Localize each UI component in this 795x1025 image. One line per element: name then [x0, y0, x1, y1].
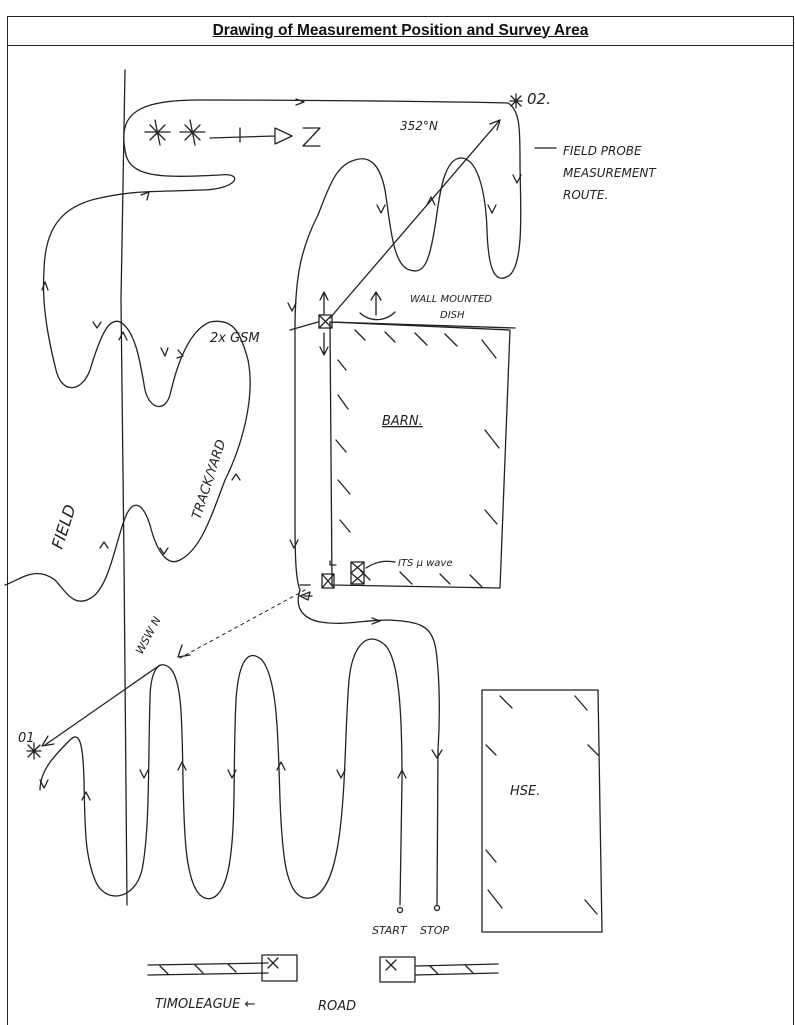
its-mwave-label: ITS µ wave [398, 558, 453, 569]
gsm-label: 2x GSM [210, 331, 260, 346]
route-bottom-meander [39, 638, 403, 906]
barn-hatch [335, 329, 500, 588]
barn-label: BARN. [382, 414, 423, 429]
gate-post-right [379, 956, 416, 983]
field-probe-label-1: FIELD PROBE [563, 144, 642, 158]
hse-hatch [485, 695, 599, 915]
north-arrow [209, 127, 293, 145]
gsm-antenna-box [318, 314, 333, 329]
its-leader [365, 560, 396, 569]
hse-outline [481, 689, 603, 933]
title-bar: Drawing of Measurement Position and Surv… [7, 16, 794, 46]
route-bottom-start [297, 589, 440, 906]
field-probe-label-2: MEASUREMENT [563, 166, 657, 180]
point-01-marker [26, 742, 42, 760]
route-top-loop [42, 99, 509, 389]
gsm-up-arrow [319, 291, 329, 315]
road-gate-left [147, 962, 269, 976]
point-02-marker [509, 93, 523, 109]
scribble-1 [144, 119, 171, 146]
field-label: FIELD [48, 502, 80, 551]
arrow-head [295, 98, 305, 106]
field-probe-label-3: ROUTE. [563, 188, 608, 202]
wall-mounted-label-2: DISH [440, 310, 465, 321]
north-z [302, 127, 321, 147]
timoleague-label: TIMOLEAGUE ← [155, 997, 256, 1012]
scribble-2 [179, 119, 206, 146]
point-01-label: 01 [18, 731, 35, 746]
track-line [120, 69, 128, 906]
wall-mounted-label-1: WALL MOUNTED [410, 294, 492, 305]
gsm-leader [289, 321, 319, 331]
equipment-box-2 [321, 573, 335, 589]
road-label: ROAD [318, 999, 356, 1014]
direction-line-01 [44, 664, 161, 746]
point-02-label: 02. [527, 90, 551, 108]
road-gate-right [414, 963, 499, 976]
drawing-title: Drawing of Measurement Position and Surv… [212, 21, 589, 39]
direction-dashed-line [179, 589, 306, 659]
dish-arc [359, 311, 396, 321]
dish-up-arrow [370, 291, 382, 316]
start-marker [396, 906, 404, 914]
stop-label: STOP [420, 924, 449, 937]
dish-line [329, 321, 516, 329]
gsm-down-arrow [319, 332, 329, 356]
direction-line-02 [329, 119, 501, 319]
direction-352-label: 352°N [400, 119, 438, 133]
barn-outline [329, 321, 511, 589]
stop-marker [433, 904, 441, 912]
route-track-yard [4, 320, 251, 602]
wsw-label: WSW N [133, 615, 163, 657]
route-meander-top [294, 102, 522, 591]
drawing-frame [7, 16, 794, 1025]
track-yard-label: TRACK/YARD [190, 438, 230, 521]
start-label: START [372, 924, 408, 937]
gate-post-left [261, 954, 298, 982]
hse-label: HSE. [510, 784, 540, 799]
